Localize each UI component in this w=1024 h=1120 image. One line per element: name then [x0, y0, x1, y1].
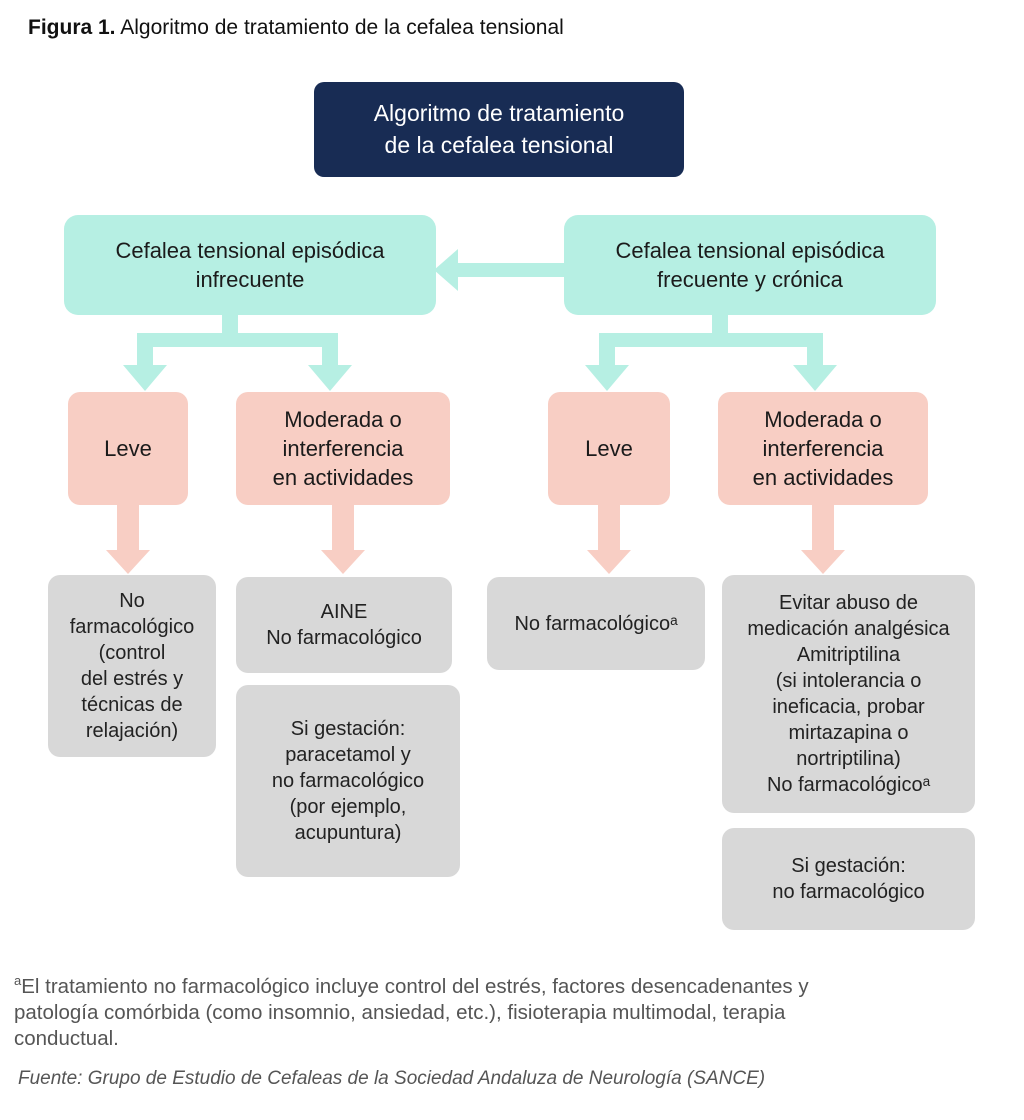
connector-moderada-der-shaft	[812, 505, 834, 552]
figure-label: Figura 1.	[28, 16, 116, 39]
arrowhead-tx-leve-izq	[106, 550, 150, 574]
arrowhead-down-moderada-der	[793, 365, 837, 391]
connector-right-tree-arm-moderada	[807, 345, 823, 367]
figure-title-text: Algoritmo de tratamiento de la cefalea t…	[120, 16, 564, 39]
connector-leve-der-shaft	[598, 505, 620, 552]
footnote: aEl tratamiento no farmacológico incluye…	[14, 974, 999, 1052]
node-episodica-frecuente-cronica: Cefalea tensional episódica frecuente y …	[564, 215, 936, 315]
arrowhead-tx-moderada-der	[801, 550, 845, 574]
connector-frecuente-to-infrecuente-shaft	[456, 263, 566, 277]
node-tx-leve-der: No farmacológicoᵃ	[487, 577, 705, 670]
figure-caption: Figura 1. Algoritmo de tratamiento de la…	[28, 16, 564, 40]
connector-right-tree-arm-leve	[599, 345, 615, 367]
node-root: Algoritmo de tratamiento de la cefalea t…	[314, 82, 684, 177]
node-episodica-infrecuente: Cefalea tensional episódica infrecuente	[64, 215, 436, 315]
node-leve-der: Leve	[548, 392, 670, 505]
connector-moderada-izq-shaft	[332, 505, 354, 552]
node-moderada-izq: Moderada o interferencia en actividades	[236, 392, 450, 505]
source-line: Fuente: Grupo de Estudio de Cefaleas de …	[18, 1068, 766, 1089]
node-moderada-der: Moderada o interferencia en actividades	[718, 392, 928, 505]
node-tx-moderada-izq-gestacion: Si gestación: paracetamol y no farmacoló…	[236, 685, 460, 877]
arrowhead-down-leve-der	[585, 365, 629, 391]
arrowhead-left-infrecuente	[434, 249, 458, 291]
node-tx-moderada-izq: AINE No farmacológico	[236, 577, 452, 673]
footnote-superscript: a	[14, 973, 22, 989]
arrowhead-tx-leve-der	[587, 550, 631, 574]
connector-left-tree-stem	[222, 315, 238, 337]
connector-left-tree-bar	[137, 333, 338, 347]
connector-right-tree-stem	[712, 315, 728, 337]
node-tx-leve-izq: No farmacológico (control del estrés y t…	[48, 575, 216, 757]
node-tx-moderada-der: Evitar abuso de medicación analgésica Am…	[722, 575, 975, 813]
arrowhead-down-leve-izq	[123, 365, 167, 391]
connector-right-tree-bar	[599, 333, 823, 347]
arrowhead-down-moderada-izq	[308, 365, 352, 391]
connector-left-tree-arm-leve	[137, 345, 153, 367]
connector-left-tree-arm-moderada	[322, 345, 338, 367]
node-leve-izq: Leve	[68, 392, 188, 505]
footnote-text: El tratamiento no farmacológico incluye …	[14, 975, 809, 1050]
connector-leve-izq-shaft	[117, 505, 139, 552]
node-tx-moderada-der-gestacion: Si gestación: no farmacológico	[722, 828, 975, 930]
arrowhead-tx-moderada-izq	[321, 550, 365, 574]
